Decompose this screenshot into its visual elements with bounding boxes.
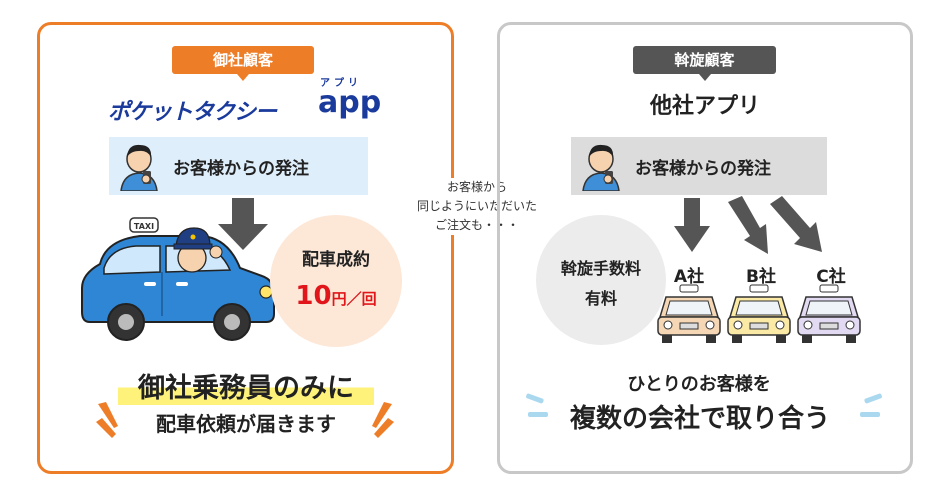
same-order-note: お客様から 同じようにいただいた ご注文も・・・ [408, 178, 546, 235]
own-order-box: お客様からの発注 [109, 137, 368, 195]
app-name: ポケットタクシー [108, 100, 277, 125]
app-suffix: app [318, 85, 382, 120]
note-line-1: お客様から [446, 180, 507, 194]
right-sparkle-icon [372, 402, 394, 438]
customer-with-phone-icon [120, 144, 158, 191]
dispatch-fee-unit: 円／回 [331, 290, 377, 308]
blue-taxi-with-driver-illustration: TAXI [81, 217, 275, 341]
down-arrow-icon [218, 198, 268, 250]
dispatch-fee-badge: 配車成約 10円／回 [270, 215, 402, 347]
arrow-to-c-icon [770, 196, 822, 252]
left-sparkle-icon [96, 402, 118, 438]
dispatch-request-subline: 配車依頼が届きます [156, 412, 336, 436]
one-customer-headline: ひとりのお客様を [627, 374, 771, 395]
taxi-sign-text: TAXI [134, 222, 154, 231]
brokered-order-box: お客様からの発注 [571, 137, 827, 195]
dispatch-fee-number: 10 [295, 281, 332, 311]
own-driver-only-headline: 御社乗務員のみに [118, 366, 374, 405]
right-panel-left-dash-icon [526, 393, 548, 417]
company-b-label: B社 [746, 267, 776, 287]
own-customer-panel [37, 22, 454, 474]
customer-with-phone-icon [582, 144, 620, 191]
right-panel-right-dash-icon [860, 393, 882, 417]
dispatch-fee-label: 配車成約 [302, 250, 370, 270]
company-c-taxi-icon [797, 284, 861, 343]
dispatch-fee-price: 10円／回 [270, 281, 402, 311]
brokered-customer-tag: 斡旋顧客 [633, 46, 776, 81]
own-customer-tag: 御社顧客 [172, 46, 314, 81]
broker-fee-status: 有料 [584, 289, 617, 308]
competing-companies-subline: 複数の会社で取り合う [569, 404, 830, 434]
company-c-label: C社 [816, 267, 846, 287]
other-company-app-title: 他社アプリ [649, 94, 760, 119]
company-a-taxi-icon [657, 284, 721, 343]
broker-fee-badge: 斡旋手数料 有料 [536, 215, 666, 345]
arrow-to-b-icon [728, 196, 768, 254]
pocket-taxi-app-logo: ポケットタクシー アプリ app [108, 78, 381, 125]
brokered-order-text: お客様からの発注 [635, 158, 771, 179]
app-ruby: アプリ [320, 78, 362, 89]
brokered-customer-panel [497, 22, 913, 474]
arrow-to-a-icon [674, 198, 710, 252]
broker-fee-label: 斡旋手数料 [560, 259, 641, 278]
note-line-2: 同じようにいただいた [416, 199, 537, 213]
company-a-label: A社 [673, 267, 705, 287]
company-b-taxi-icon [727, 284, 791, 343]
own-order-text: お客様からの発注 [173, 158, 309, 179]
